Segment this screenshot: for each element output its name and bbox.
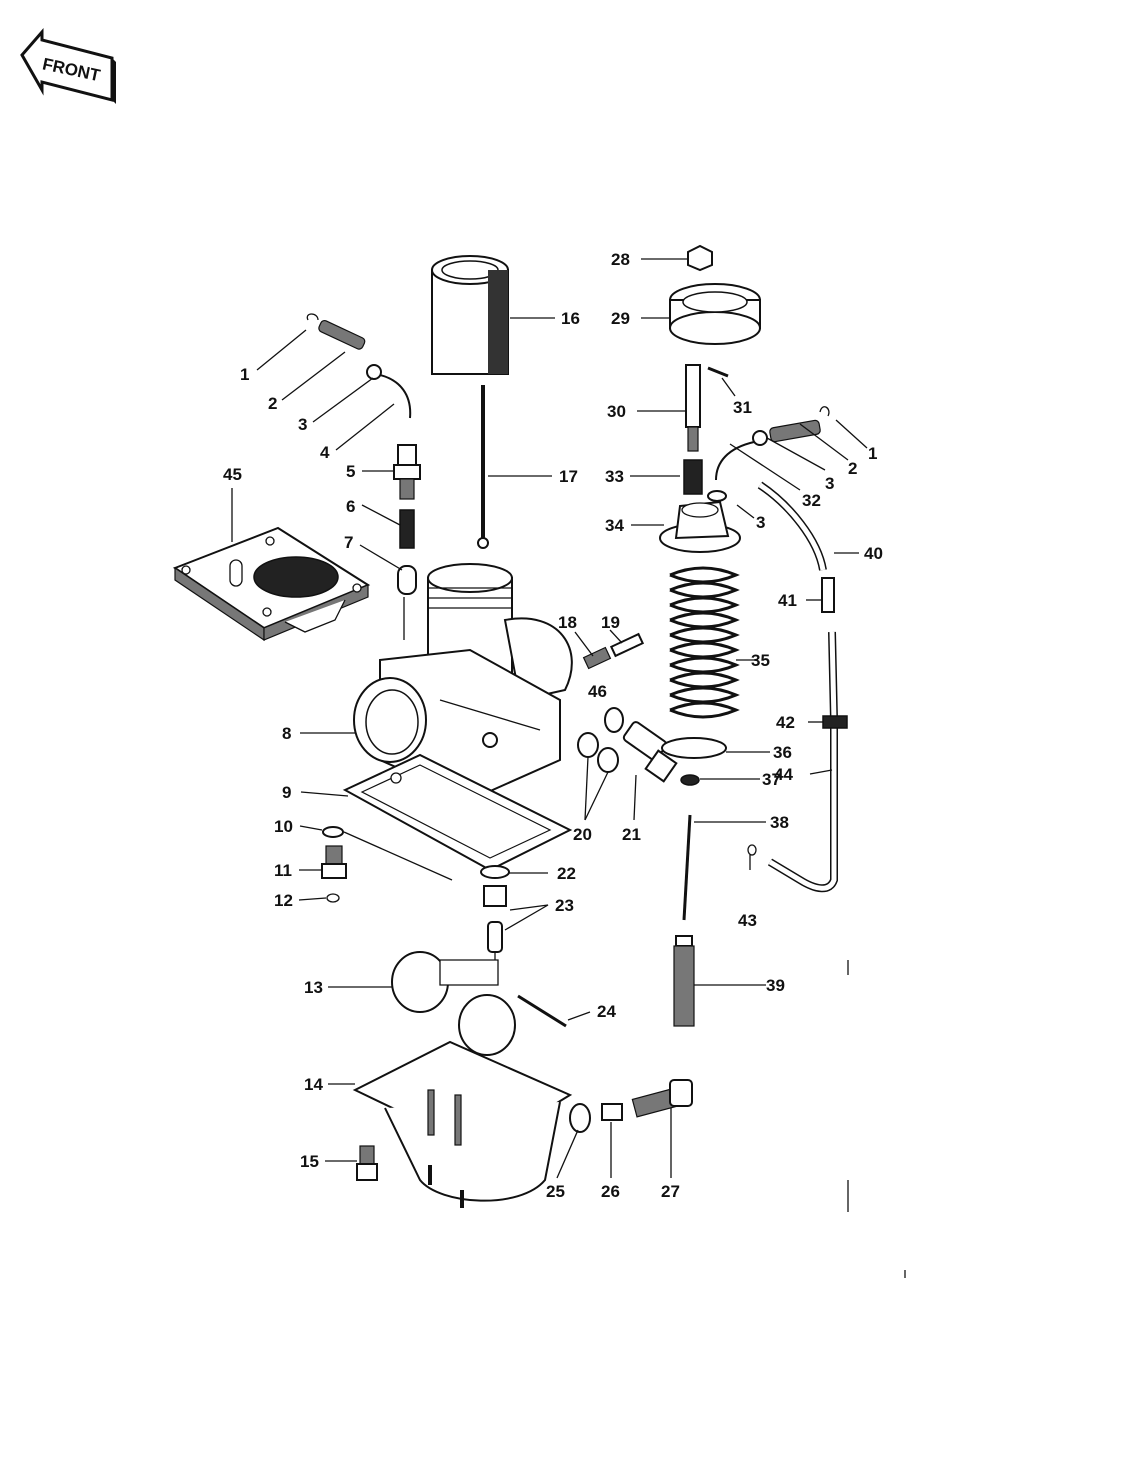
scan-marks <box>847 960 906 1278</box>
front-badge: FRONT <box>20 27 116 104</box>
needle-holder-drawing <box>683 364 729 495</box>
callout-44: 44 <box>774 765 793 784</box>
jet-needle-right-drawing <box>682 814 757 921</box>
callout-13: 13 <box>304 978 323 997</box>
pilot-jet-drawing <box>321 826 347 903</box>
callout-34: 34 <box>605 516 624 535</box>
float-bowl-drawing <box>352 1040 573 1208</box>
callout-22: 22 <box>557 864 576 883</box>
float-assembly-drawing <box>391 951 516 1056</box>
insulator-plate-drawing <box>172 526 371 642</box>
spring-seat-and-clip-drawing <box>661 737 727 786</box>
float-pin-drawing <box>517 994 567 1028</box>
callout-39: 39 <box>766 976 785 995</box>
callout-33: 33 <box>605 467 624 486</box>
callout-43: 43 <box>738 911 757 930</box>
top-ring-and-cap-drawing <box>669 244 761 345</box>
needle-valve-drawing <box>480 865 510 966</box>
callout-32: 32 <box>802 491 821 510</box>
callout-6: 6 <box>346 497 355 516</box>
callout-1-left: 1 <box>240 365 249 384</box>
gasket-drawing <box>342 753 573 872</box>
callout-21: 21 <box>622 825 641 844</box>
callout-35: 35 <box>751 651 770 670</box>
callout-10: 10 <box>274 817 293 836</box>
carburetor-body-drawing <box>353 563 573 802</box>
callout-23: 23 <box>555 896 574 915</box>
right-cable-adjuster-drawing <box>707 406 830 502</box>
callout-26: 26 <box>601 1182 620 1201</box>
washers-and-banjo-bolt-drawing <box>577 721 678 783</box>
callout-25: 25 <box>546 1182 565 1201</box>
callout-16: 16 <box>561 309 580 328</box>
jet-needle-left-drawing <box>477 385 489 549</box>
callout-17: 17 <box>559 467 578 486</box>
callout-42: 42 <box>776 713 795 732</box>
left-cable-adjuster-drawing <box>306 313 412 419</box>
callout-3-right-lower: 3 <box>756 513 765 532</box>
needle-jet-drawing <box>673 935 695 1027</box>
callout-3-right-upper: 3 <box>825 474 834 493</box>
callout-41: 41 <box>778 591 797 610</box>
callout-24: 24 <box>597 1002 616 1021</box>
callout-3-left: 3 <box>298 415 307 434</box>
callout-9: 9 <box>282 783 291 802</box>
callout-7: 7 <box>344 533 353 552</box>
callout-11: 11 <box>274 861 292 880</box>
callout-40: 40 <box>864 544 883 563</box>
callout-14: 14 <box>304 1075 323 1094</box>
callout-37: 37 <box>762 770 781 789</box>
idle-screw-drawing <box>582 632 645 733</box>
callout-31: 31 <box>733 398 752 417</box>
vent-tubes-drawing <box>757 481 848 893</box>
starter-parts-drawing <box>393 444 421 640</box>
callout-15: 15 <box>300 1152 319 1171</box>
callout-36: 36 <box>773 743 792 762</box>
callout-38: 38 <box>770 813 789 832</box>
callout-27: 27 <box>661 1182 680 1201</box>
leader-lines <box>231 258 868 1179</box>
callout-numbers: 1 2 3 4 5 6 7 8 9 10 11 12 13 14 15 16 1… <box>223 250 883 1201</box>
callout-30: 30 <box>607 402 626 421</box>
throttle-valve-drawing <box>431 255 509 375</box>
callout-20: 20 <box>573 825 592 844</box>
callout-18: 18 <box>558 613 577 632</box>
callout-12: 12 <box>274 891 293 910</box>
chamber-top-drawing <box>659 500 741 553</box>
callout-4: 4 <box>320 443 330 462</box>
callout-29: 29 <box>611 309 630 328</box>
callout-45: 45 <box>223 465 242 484</box>
callout-28: 28 <box>611 250 630 269</box>
callout-1-right: 1 <box>868 444 877 463</box>
callout-46: 46 <box>588 682 607 701</box>
drain-parts-drawing <box>569 1079 693 1133</box>
throttle-spring-drawing <box>669 566 740 719</box>
callout-2-left: 2 <box>268 394 277 413</box>
callout-8: 8 <box>282 724 291 743</box>
callout-5: 5 <box>346 462 355 481</box>
bowl-screw-drawing <box>356 1145 378 1181</box>
callout-19: 19 <box>601 613 620 632</box>
callout-2-right: 2 <box>848 459 857 478</box>
